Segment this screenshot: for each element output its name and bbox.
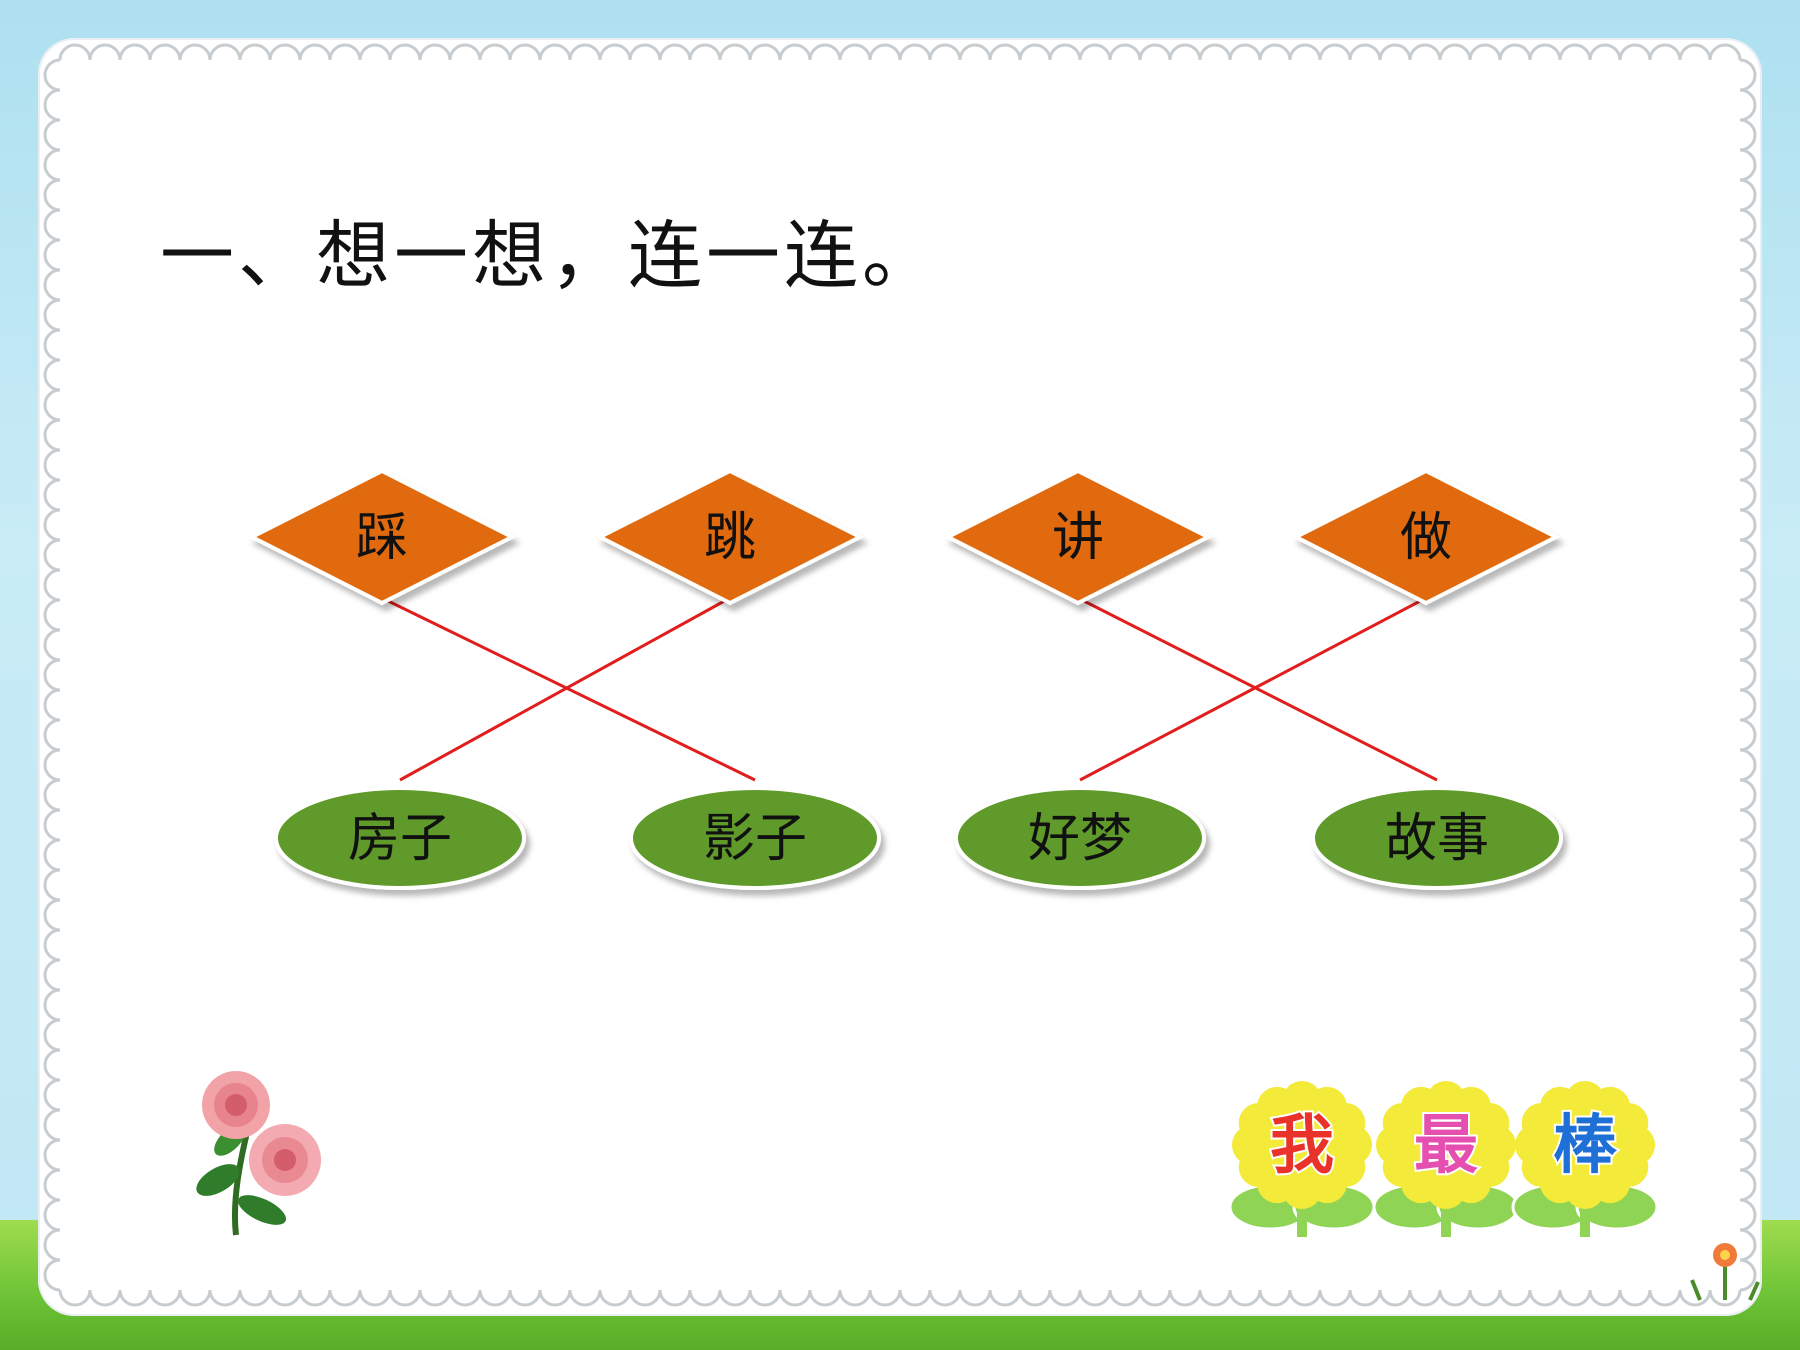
noun-ellipse[interactable]: 故事 [1311,786,1563,890]
noun-label: 影子 [703,809,807,869]
connection-line [1079,597,1425,782]
connection-lines [383,597,1438,782]
verb-label: 讲 [1052,508,1104,568]
connection-line [1079,597,1438,782]
noun-label: 故事 [1385,809,1489,869]
verb-label: 做 [1400,508,1452,568]
verb-diamond[interactable]: 讲 [943,468,1213,606]
verb-diamond[interactable]: 跳 [595,468,865,606]
noun-ellipse[interactable]: 影子 [629,786,881,890]
page-title: 一、想一想，连一连。 [160,213,940,299]
badge-flower: 最 [1372,1081,1520,1237]
noun-label: 房子 [348,809,452,869]
noun-label: 好梦 [1028,809,1132,869]
connection-line [383,597,756,782]
badge-char: 最 [1414,1109,1478,1183]
verb-diamonds: 踩跳讲做 [247,468,1561,606]
connection-line [399,597,729,782]
badge-flower: 我 [1228,1081,1376,1237]
badge-char: 我 [1270,1109,1334,1183]
verb-diamond[interactable]: 做 [1291,468,1561,606]
badge-flower: 棒 [1511,1081,1659,1237]
badge-char: 棒 [1553,1109,1618,1183]
verb-label: 跳 [704,508,756,568]
verb-label: 踩 [356,508,408,568]
noun-ellipses: 房子 影子 好梦 故事 [274,786,1563,890]
noun-ellipse[interactable]: 房子 [274,786,526,890]
noun-ellipse[interactable]: 好梦 [954,786,1206,890]
verb-diamond[interactable]: 踩 [247,468,517,606]
